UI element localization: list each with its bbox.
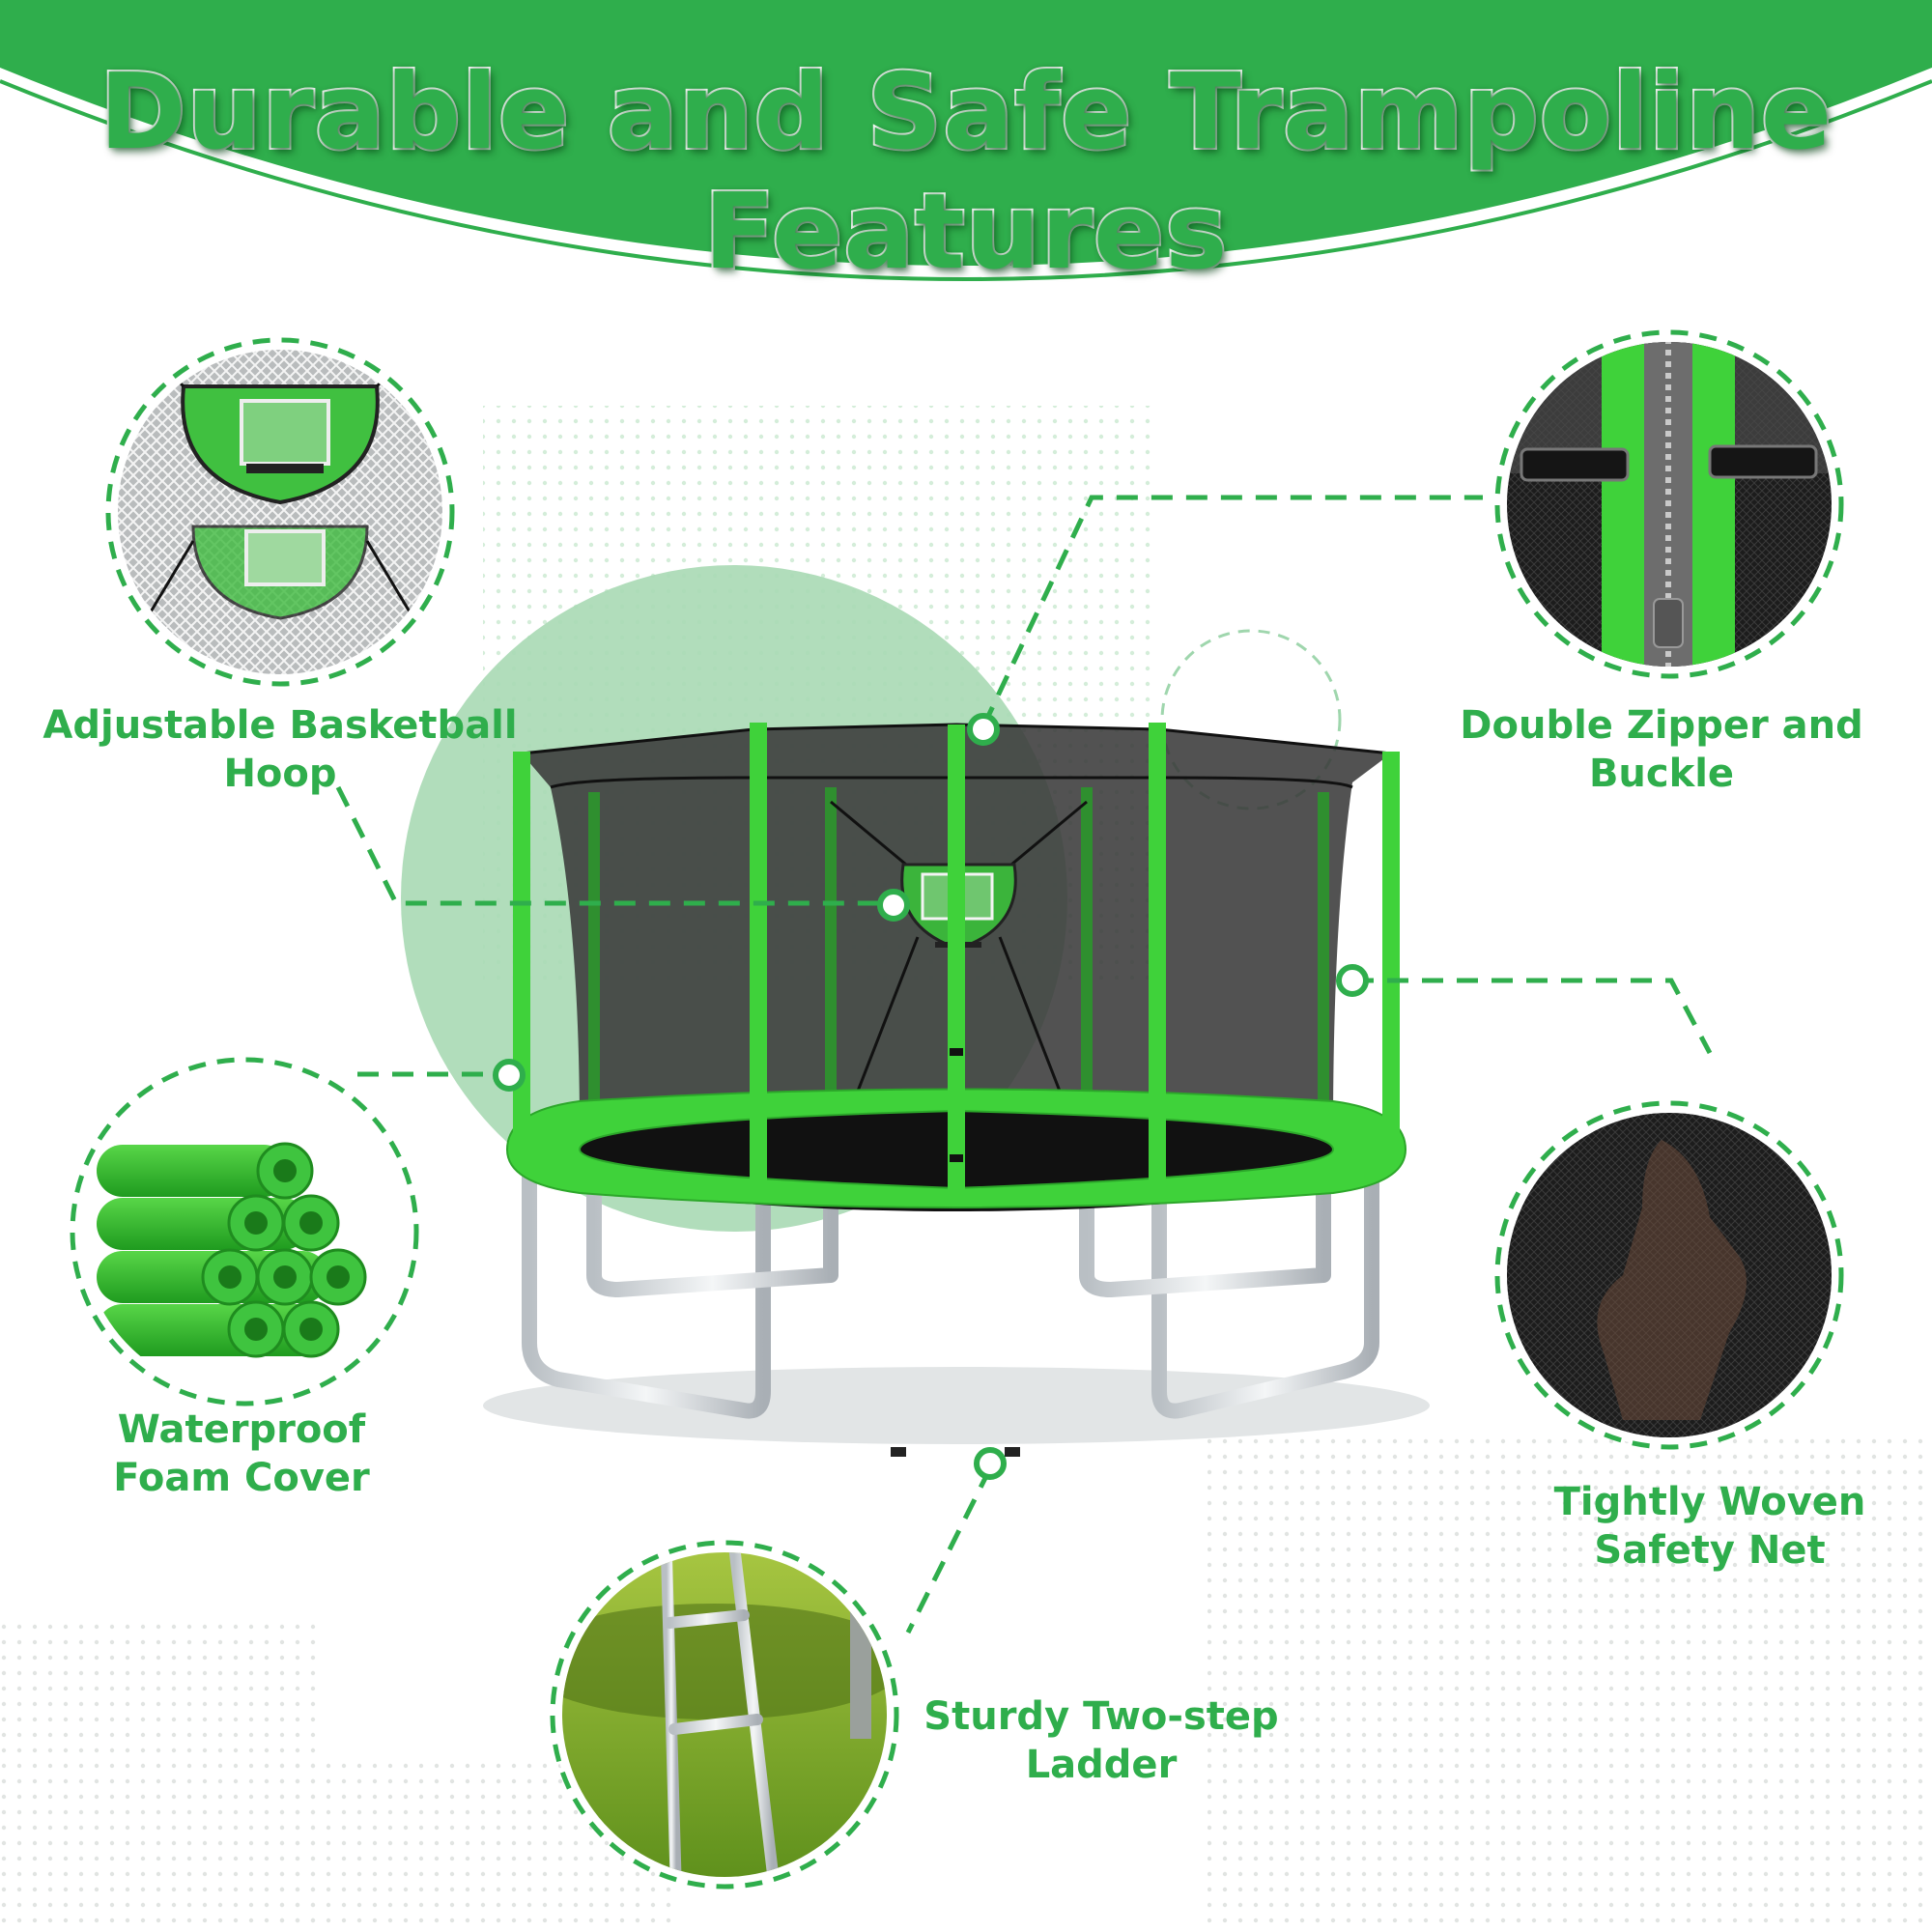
feature-label-zipper-line2: Buckle: [1588, 752, 1735, 796]
hotspot-net: [1336, 964, 1369, 997]
feature-label-hoop-line2: Hoop: [223, 752, 337, 796]
ladder-icon: [550, 1540, 899, 1889]
feature-label-zipper: Double Zipper and Buckle: [1420, 701, 1903, 798]
title-line-2: Features: [702, 171, 1230, 295]
feature-label-foam-line1: Waterproof: [117, 1407, 366, 1452]
header-banner: [0, 0, 1932, 295]
safety-net-icon: [1494, 1100, 1844, 1450]
feature-label-ladder-line1: Sturdy Two-step: [923, 1694, 1279, 1739]
hotspot-ladder: [974, 1447, 1007, 1480]
feature-label-ladder: Sturdy Two-step Ladder: [898, 1692, 1304, 1789]
hotspot-foam: [493, 1059, 526, 1092]
feature-label-hoop-line1: Adjustable Basketball: [43, 703, 518, 748]
zipper-buckle-icon: [1494, 329, 1844, 679]
feature-label-hoop: Adjustable Basketball Hoop: [29, 701, 531, 798]
title-line-1: Durable and Safe Trampoline: [98, 51, 1833, 175]
feature-label-net: Tightly Woven Safety Net: [1507, 1478, 1913, 1575]
feature-label-foam-line2: Foam Cover: [113, 1456, 370, 1500]
feature-label-foam: Waterproof Foam Cover: [58, 1406, 425, 1502]
feature-label-net-line2: Safety Net: [1594, 1528, 1826, 1573]
page-title: Durable and Safe Trampoline Features: [0, 51, 1932, 295]
hotspot-hoop: [877, 889, 910, 922]
foam-tube-icon: [70, 1057, 419, 1406]
feature-label-ladder-line2: Ladder: [1025, 1743, 1178, 1787]
feature-label-zipper-line1: Double Zipper and: [1460, 703, 1863, 748]
hotspot-zipper: [967, 713, 1000, 746]
feature-label-net-line1: Tightly Woven: [1553, 1480, 1866, 1524]
basketball-hoop-icon: [105, 337, 455, 687]
